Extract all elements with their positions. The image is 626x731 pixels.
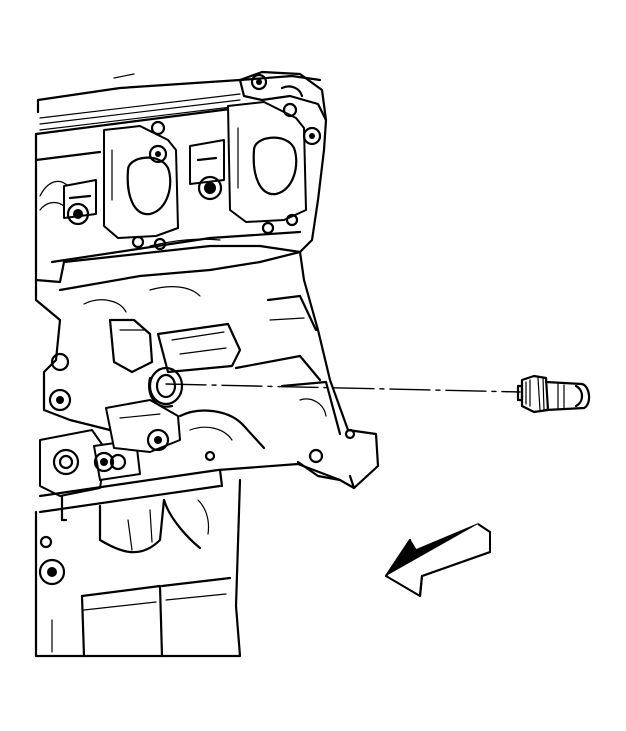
oil-pan-rail: [38, 450, 342, 586]
flange-studs: [63, 139, 225, 226]
exhaust-flange-2: [227, 101, 322, 235]
lower-block: [34, 478, 242, 658]
engine-mount-bracket: [234, 250, 380, 490]
cam-cap-boss: [238, 70, 328, 122]
engine-block: [34, 70, 380, 658]
cylinder-head: [34, 118, 328, 284]
direction-arrow-front: [385, 523, 491, 597]
exhaust-flange-1: [103, 120, 179, 251]
casting-plate: [156, 322, 242, 374]
direction-arrow: [384, 523, 491, 598]
sensor: [516, 374, 591, 414]
lower-bracket-center: [105, 399, 266, 453]
block-upper-section: [34, 260, 262, 432]
sensor-bore: [148, 366, 184, 408]
valve-cover-rail: [34, 73, 322, 136]
installation-leader: [165, 383, 521, 393]
